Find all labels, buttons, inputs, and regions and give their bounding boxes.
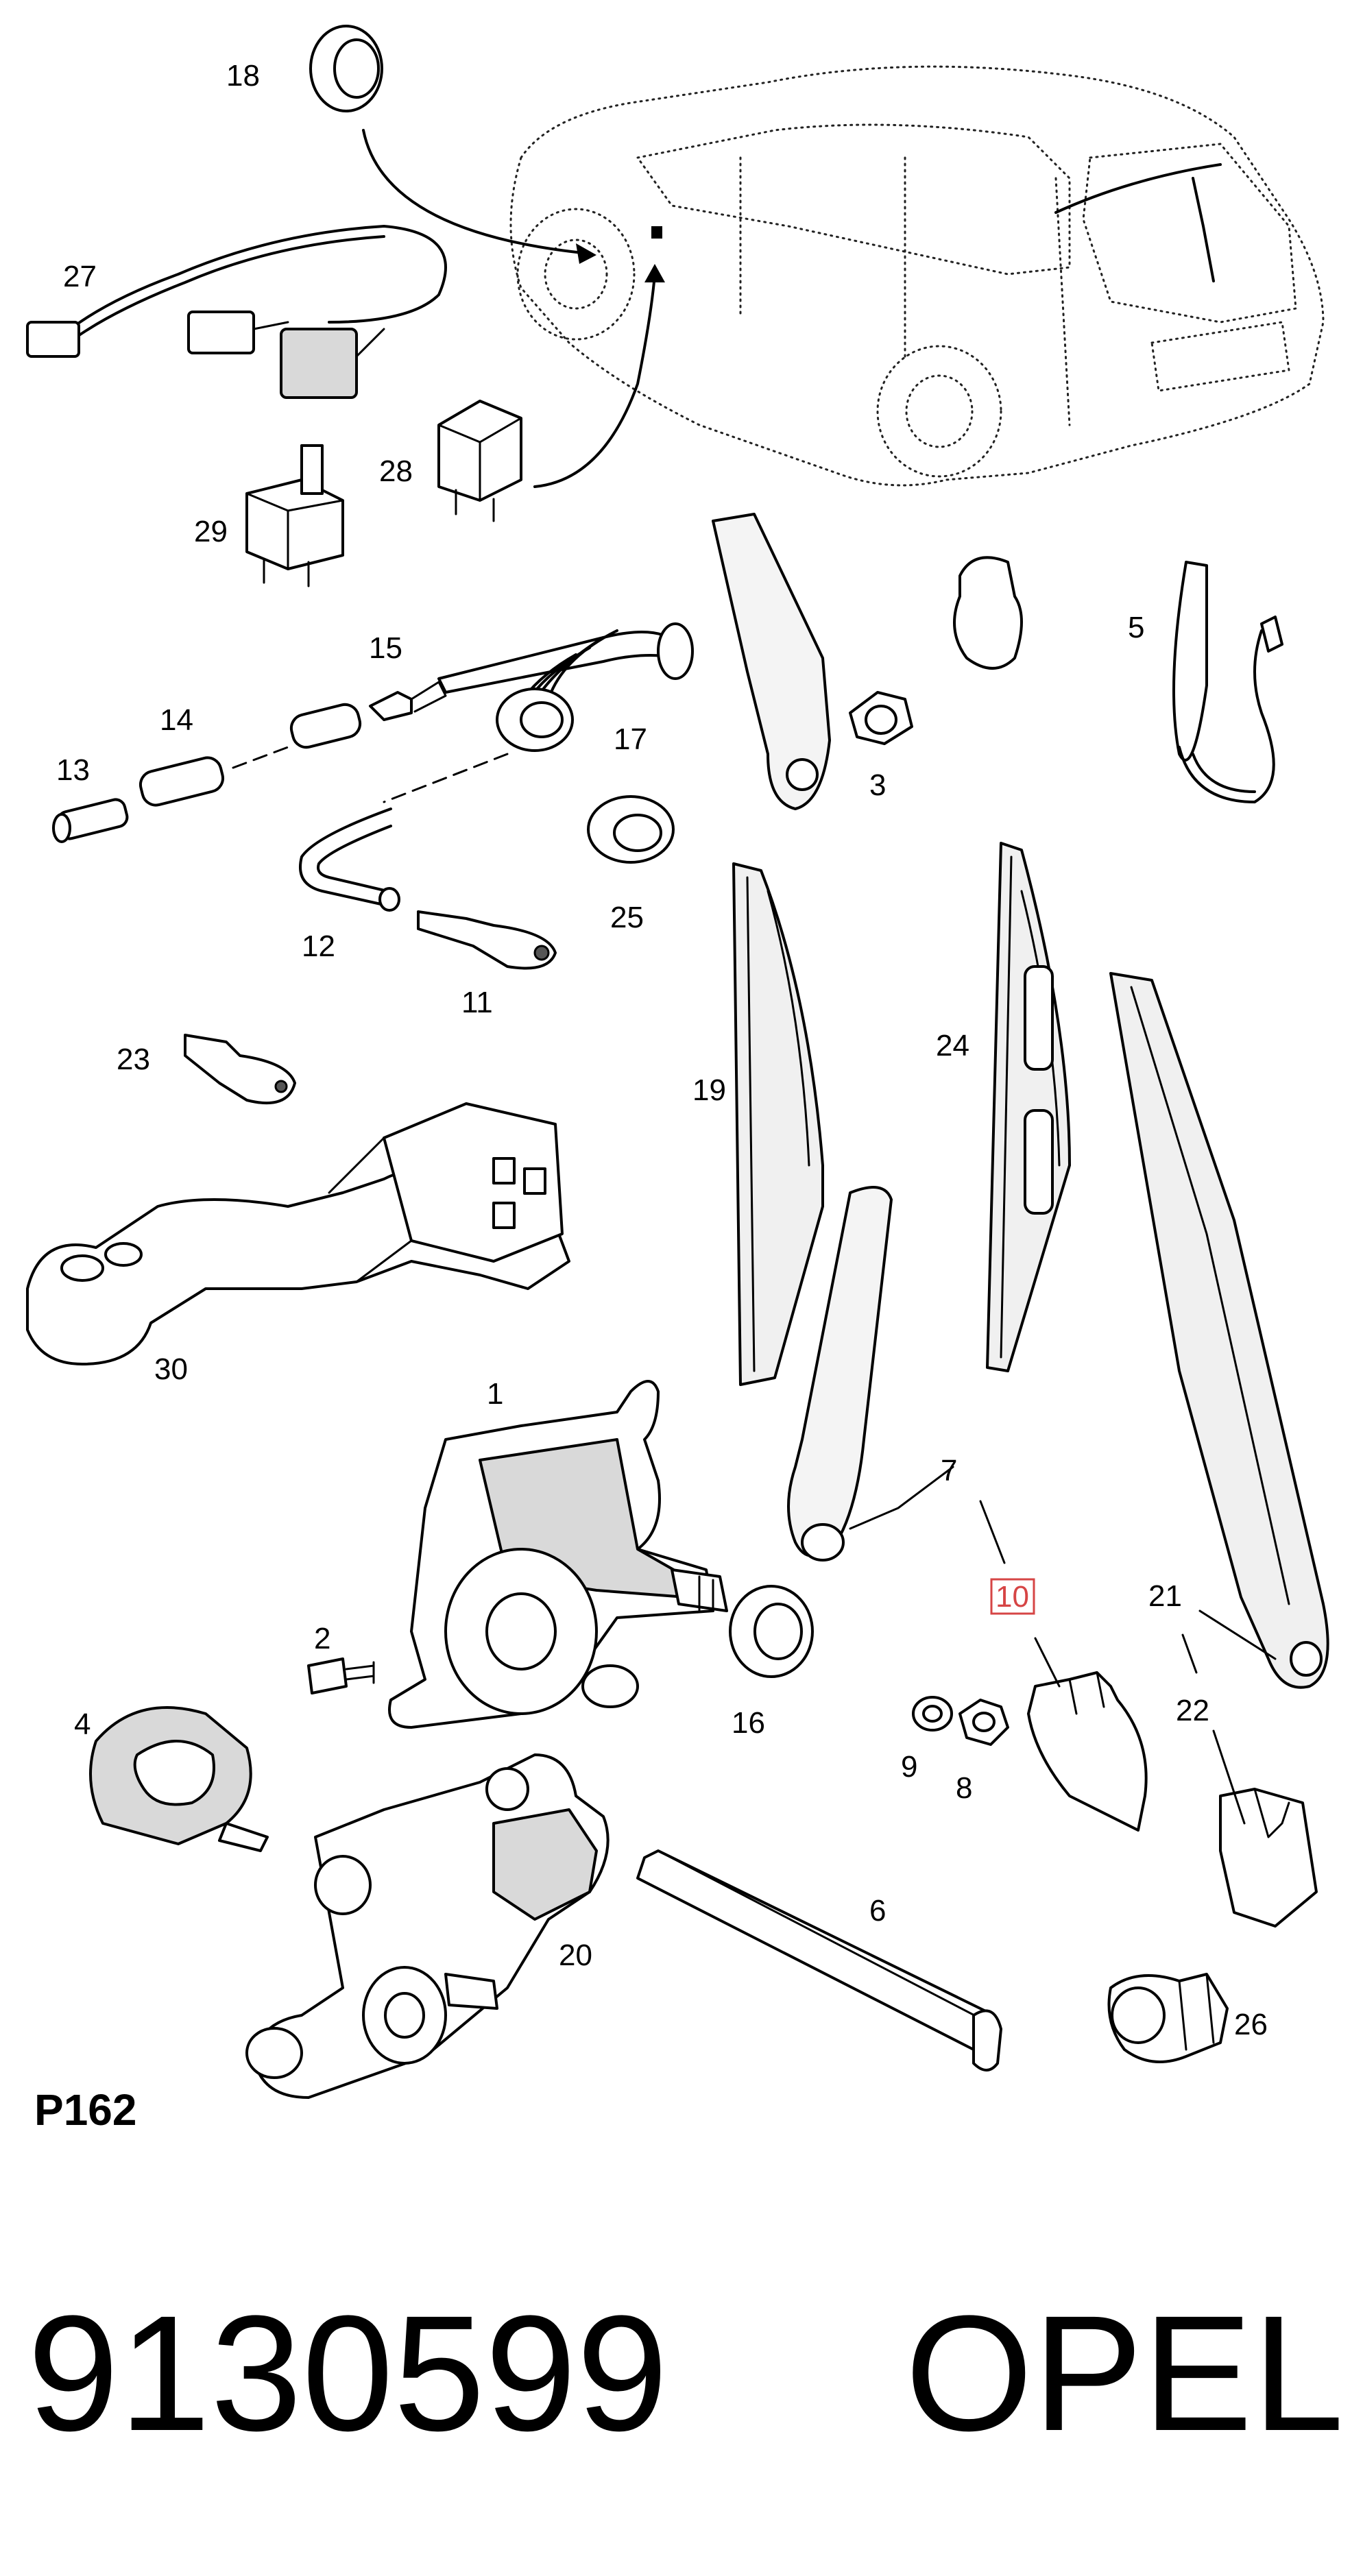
- callout-10-highlight: [990, 1578, 1035, 1615]
- part-25-grommet: [587, 795, 675, 864]
- callout-19: 19: [692, 1073, 726, 1107]
- callout-13: 13: [56, 753, 90, 787]
- part-11-nozzle: [417, 910, 557, 970]
- leader-18: [362, 129, 591, 255]
- callout-16: 16: [732, 1706, 765, 1740]
- part-30-wiper-switch: [26, 1102, 570, 1365]
- part-2-screw: [307, 1657, 375, 1694]
- callout-17: 17: [614, 722, 647, 756]
- part-5-strap: [1172, 561, 1283, 803]
- part-20-wiper-motor: [245, 1753, 610, 2099]
- part-1-wiper-motor: [388, 1380, 728, 1729]
- brand-name: OPEL: [905, 2281, 1344, 2465]
- part-24-wiper-blade: [986, 842, 1071, 1372]
- wiper-arm-mount: [712, 513, 831, 810]
- leader-28: [533, 273, 656, 488]
- part-17-hose: [383, 622, 694, 803]
- callout-labels: 18 27 28 29 15 14 13 17 12 11 25 3 5 23 …: [56, 59, 1268, 2041]
- part-15-connector: [369, 681, 447, 721]
- part-10-cap: [1027, 1671, 1148, 1832]
- callout-29: 29: [194, 515, 228, 548]
- callout-4: 4: [74, 1708, 91, 1741]
- part-14-hose: [138, 703, 362, 807]
- callout-24: 24: [936, 1029, 969, 1062]
- part-6-seal-strip: [636, 1849, 1002, 2071]
- figure-code: P162: [34, 2085, 136, 2135]
- callout-1: 1: [487, 1377, 503, 1411]
- callout-14: 14: [160, 703, 193, 737]
- callout-7: 7: [941, 1454, 957, 1487]
- callout-2: 2: [314, 1622, 330, 1655]
- callout-15: 15: [369, 631, 402, 665]
- callout-25: 25: [610, 901, 644, 934]
- part-8-nut: [958, 1699, 1009, 1746]
- part-22-cap: [1219, 1788, 1318, 1928]
- callout-10: 10: [996, 1580, 1029, 1614]
- callout-20: 20: [559, 1939, 592, 1972]
- callout-27: 27: [63, 260, 97, 293]
- part-21-wiper-arm: [1109, 972, 1329, 1689]
- callout-18: 18: [226, 59, 260, 93]
- part-3-nut: [849, 691, 913, 745]
- callout-30: 30: [154, 1352, 188, 1386]
- callout-3: 3: [869, 768, 886, 802]
- part-23-nozzle: [184, 1034, 296, 1105]
- part-number: 9130599: [27, 2281, 668, 2465]
- vehicle-illustration: [509, 65, 1325, 487]
- leader-lines: [849, 1466, 1277, 1825]
- callout-22: 22: [1176, 1694, 1209, 1727]
- part-29-relay: [245, 444, 344, 587]
- callout-11: 11: [461, 986, 493, 1019]
- part-clip-upper: [953, 556, 1023, 670]
- callout-23: 23: [117, 1043, 150, 1076]
- part-13-connector: [52, 798, 129, 843]
- part-18-grommet: [309, 25, 383, 112]
- callout-9: 9: [901, 1750, 917, 1784]
- part-9-washer: [912, 1696, 953, 1731]
- part-19-wiper-blade: [732, 862, 824, 1386]
- part-4-tape: [89, 1706, 269, 1852]
- part-7-wiper-arm-cover: [787, 1186, 893, 1562]
- part-28-relay: [437, 400, 522, 522]
- callout-8: 8: [956, 1771, 972, 1805]
- part-27-wiring-harness: [26, 225, 447, 399]
- callout-12: 12: [302, 929, 335, 963]
- callout-5: 5: [1128, 611, 1144, 644]
- part-26-clip: [1107, 1973, 1229, 2063]
- callout-26: 26: [1234, 2008, 1268, 2041]
- part-12-hose: [299, 807, 400, 912]
- part-16-grommet: [729, 1585, 814, 1678]
- callout-21: 21: [1148, 1579, 1182, 1613]
- callout-28: 28: [379, 454, 413, 488]
- callout-6: 6: [869, 1894, 886, 1928]
